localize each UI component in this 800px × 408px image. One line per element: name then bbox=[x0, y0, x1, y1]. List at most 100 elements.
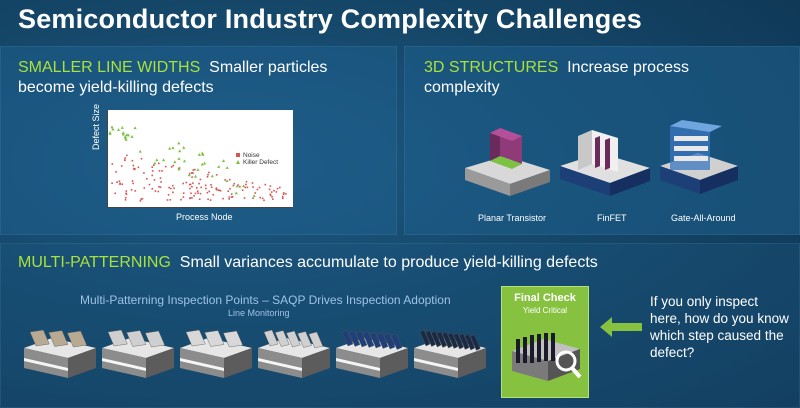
noise-point bbox=[121, 183, 124, 185]
noise-point bbox=[172, 164, 174, 167]
patterning-step-5 bbox=[336, 329, 408, 378]
noise-point bbox=[133, 168, 136, 171]
patterning-step-2 bbox=[102, 329, 174, 378]
noise-point bbox=[172, 191, 174, 194]
noise-point bbox=[276, 187, 279, 190]
killer-defect-point bbox=[153, 161, 157, 165]
noise-point bbox=[124, 196, 127, 199]
patterning-step-6 bbox=[414, 329, 486, 378]
noise-point bbox=[208, 190, 211, 193]
noise-point bbox=[189, 172, 191, 175]
defect-scatter-plot: Noise Killer Defect bbox=[107, 110, 293, 208]
finfet-image bbox=[560, 130, 650, 196]
noise-point bbox=[125, 193, 128, 196]
noise-point bbox=[269, 194, 272, 197]
noise-point bbox=[116, 181, 118, 183]
noise-point bbox=[153, 179, 156, 181]
noise-point bbox=[132, 182, 134, 185]
planar-transistor-image bbox=[465, 128, 550, 196]
left-arrow-icon bbox=[600, 317, 642, 337]
killer-defect-point bbox=[110, 125, 114, 129]
noise-point bbox=[137, 166, 140, 169]
noise-point bbox=[279, 186, 281, 189]
noise-point bbox=[115, 171, 117, 173]
3d-line2: complexity bbox=[424, 79, 500, 96]
killer-defect-point bbox=[225, 179, 229, 182]
noise-point bbox=[169, 199, 172, 201]
killer-defect-point bbox=[173, 160, 177, 164]
noise-point bbox=[192, 169, 195, 171]
noise-point bbox=[114, 192, 116, 195]
noise-point bbox=[283, 192, 285, 194]
killer-defect-point bbox=[177, 167, 181, 171]
patterning-step-1 bbox=[24, 329, 96, 378]
noise-point bbox=[124, 199, 127, 201]
noise-point bbox=[172, 184, 174, 187]
final-check-subtitle: Yield Critical bbox=[522, 306, 568, 315]
noise-point bbox=[143, 187, 146, 189]
noise-point bbox=[251, 182, 254, 184]
noise-point bbox=[229, 188, 231, 190]
noise-point bbox=[200, 186, 202, 189]
noise-point bbox=[232, 184, 235, 187]
noise-point bbox=[230, 193, 233, 195]
noise-point bbox=[219, 190, 222, 192]
noise-point bbox=[182, 182, 184, 185]
noise-point bbox=[263, 199, 265, 202]
killer-defect-point bbox=[161, 158, 166, 162]
defect-chart: Noise Killer Defect bbox=[107, 110, 293, 208]
noise-point bbox=[192, 182, 194, 184]
noise-point bbox=[258, 186, 261, 189]
noise-point bbox=[269, 185, 272, 187]
noise-point bbox=[132, 167, 135, 170]
noise-point bbox=[241, 189, 244, 191]
noise-point bbox=[271, 196, 273, 198]
noise-point bbox=[228, 196, 231, 198]
noise-point bbox=[151, 188, 154, 190]
noise-point bbox=[151, 174, 153, 177]
noise-point bbox=[193, 195, 195, 197]
noise-point bbox=[272, 198, 274, 200]
line-widths-line2: become yield-killing defects bbox=[18, 79, 214, 96]
label-finfet: FinFET bbox=[597, 213, 627, 223]
noise-point bbox=[170, 166, 173, 168]
noise-point bbox=[210, 186, 213, 188]
killer-defect-point bbox=[202, 161, 207, 165]
line-widths-heading: SMALLER LINE WIDTHS bbox=[18, 59, 201, 76]
noise-point bbox=[119, 182, 121, 185]
killer-defect-point bbox=[234, 191, 238, 195]
noise-point bbox=[243, 197, 246, 199]
noise-point bbox=[160, 181, 162, 183]
noise-point bbox=[191, 185, 193, 188]
noise-point bbox=[151, 170, 154, 172]
killer-defect-point bbox=[182, 159, 187, 163]
killer-defect-point bbox=[178, 149, 182, 153]
noise-point bbox=[231, 196, 234, 198]
noise-point bbox=[189, 187, 191, 190]
line-widths-text: SMALLER LINE WIDTHS Smaller particles be… bbox=[18, 58, 393, 98]
noise-point bbox=[254, 192, 257, 194]
noise-point bbox=[124, 157, 126, 159]
noise-point bbox=[139, 200, 142, 202]
noise-point bbox=[268, 188, 271, 191]
killer-defect-point bbox=[124, 137, 128, 141]
noise-point bbox=[206, 176, 209, 178]
noise-point bbox=[182, 196, 185, 198]
noise-point bbox=[189, 183, 192, 186]
killer-defect-point bbox=[235, 184, 239, 188]
noise-point bbox=[190, 192, 192, 195]
noise-point bbox=[269, 193, 272, 196]
noise-point bbox=[141, 197, 144, 200]
noise-point bbox=[244, 186, 247, 189]
noise-point bbox=[224, 179, 226, 181]
label-planar: Planar Transistor bbox=[478, 213, 547, 223]
killer-defect-point bbox=[200, 162, 204, 166]
noise-point bbox=[245, 183, 247, 186]
noise-point bbox=[182, 192, 185, 194]
noise-point bbox=[131, 180, 134, 182]
noise-point bbox=[222, 197, 224, 200]
gate-all-around-image bbox=[660, 120, 738, 194]
noise-point bbox=[196, 187, 198, 189]
noise-point bbox=[237, 184, 239, 186]
patterning-steps bbox=[24, 329, 486, 378]
